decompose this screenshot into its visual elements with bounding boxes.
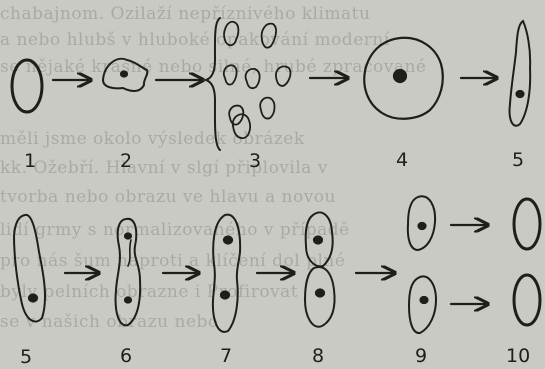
stage-label-6: 6 [120, 345, 132, 367]
cell-nucleus [314, 237, 322, 244]
amoeboid-cell-icon [246, 69, 260, 88]
cell-nucleus [421, 297, 428, 303]
stage-label-9: 9 [415, 345, 427, 367]
amoeboid-cell-icon [224, 22, 238, 45]
stage-label-2: 2 [120, 150, 132, 172]
stage-label-10: 10 [506, 345, 530, 367]
cyst-ring-icon [514, 199, 540, 249]
stage-label-8: 8 [312, 345, 324, 367]
amoeboid-cell-icon [260, 98, 274, 119]
stage-label-5a: 5 [512, 149, 524, 171]
stage-label-1: 1 [24, 150, 36, 172]
cell-nucleus [224, 237, 232, 244]
amoeboid-cell-icon [262, 24, 276, 48]
amoeboid-cell-icon [409, 276, 436, 333]
cell-nucleus [121, 72, 127, 77]
cell-membrane-fold [128, 240, 131, 266]
cell-nucleus [316, 290, 324, 297]
cell-nucleus [394, 70, 406, 82]
amoeboid-cell-icon [229, 106, 243, 125]
amoeboid-cell-icon [510, 21, 531, 126]
cyst-ring-icon [514, 275, 540, 325]
cell-nucleus [125, 298, 131, 303]
cell-nucleus [29, 295, 37, 302]
brace-icon [206, 18, 220, 150]
stage-label-7: 7 [220, 345, 232, 367]
cell-nucleus [125, 234, 131, 239]
cell-nucleus [221, 292, 229, 299]
amoeboid-cell-icon [224, 65, 237, 84]
stage-label-4: 4 [396, 149, 408, 171]
cell-nucleus [419, 223, 426, 229]
stage-label-5b: 5 [20, 346, 32, 368]
amoeboid-cell-icon [14, 215, 45, 322]
amoeboid-cell-icon [213, 215, 240, 332]
cell-nucleus [517, 91, 524, 97]
amoeboid-cell-icon [276, 66, 291, 86]
stage-label-3: 3 [249, 150, 261, 172]
cyst-ring-icon [12, 60, 42, 112]
